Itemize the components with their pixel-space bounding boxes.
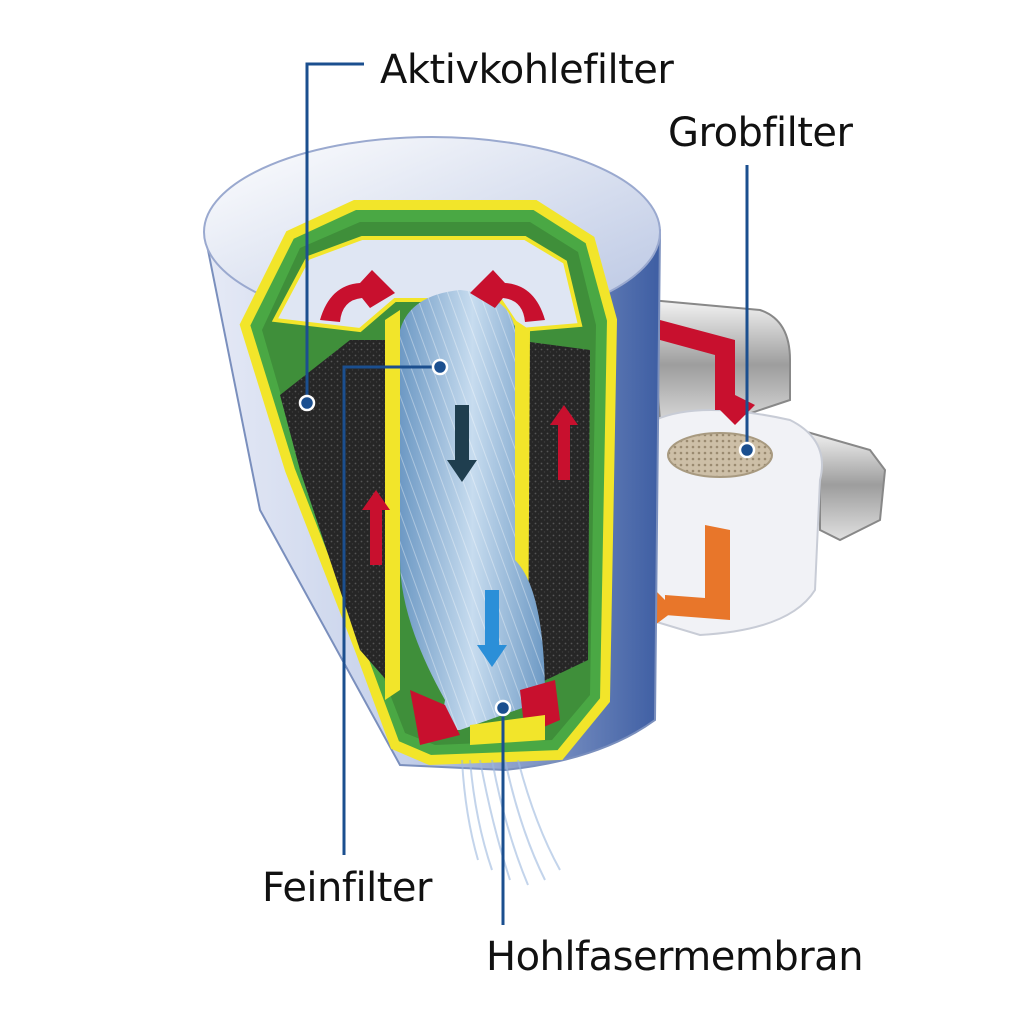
label-feinfilter: Feinfilter xyxy=(262,865,432,911)
label-grobfilter: Grobfilter xyxy=(668,110,853,156)
label-aktivkohlefilter: Aktivkohlefilter xyxy=(380,47,674,93)
leader-feinfilter xyxy=(342,365,440,855)
dot-aktivkohlefilter xyxy=(298,394,316,412)
leader-aktivkohlefilter xyxy=(305,62,364,403)
water-stream xyxy=(461,759,561,886)
dot-hohlfasermembran xyxy=(494,699,512,717)
flow-arrows xyxy=(320,270,578,667)
dot-feinfilter xyxy=(431,358,449,376)
cutaway-section xyxy=(239,200,618,766)
activated-carbon-left xyxy=(280,340,395,690)
tap-adapter xyxy=(648,298,887,637)
dot-grobfilter xyxy=(738,441,756,459)
leader-lines xyxy=(305,62,749,925)
label-hohlfasermembran: Hohlfasermembran xyxy=(486,934,864,980)
leader-dots xyxy=(298,358,756,717)
